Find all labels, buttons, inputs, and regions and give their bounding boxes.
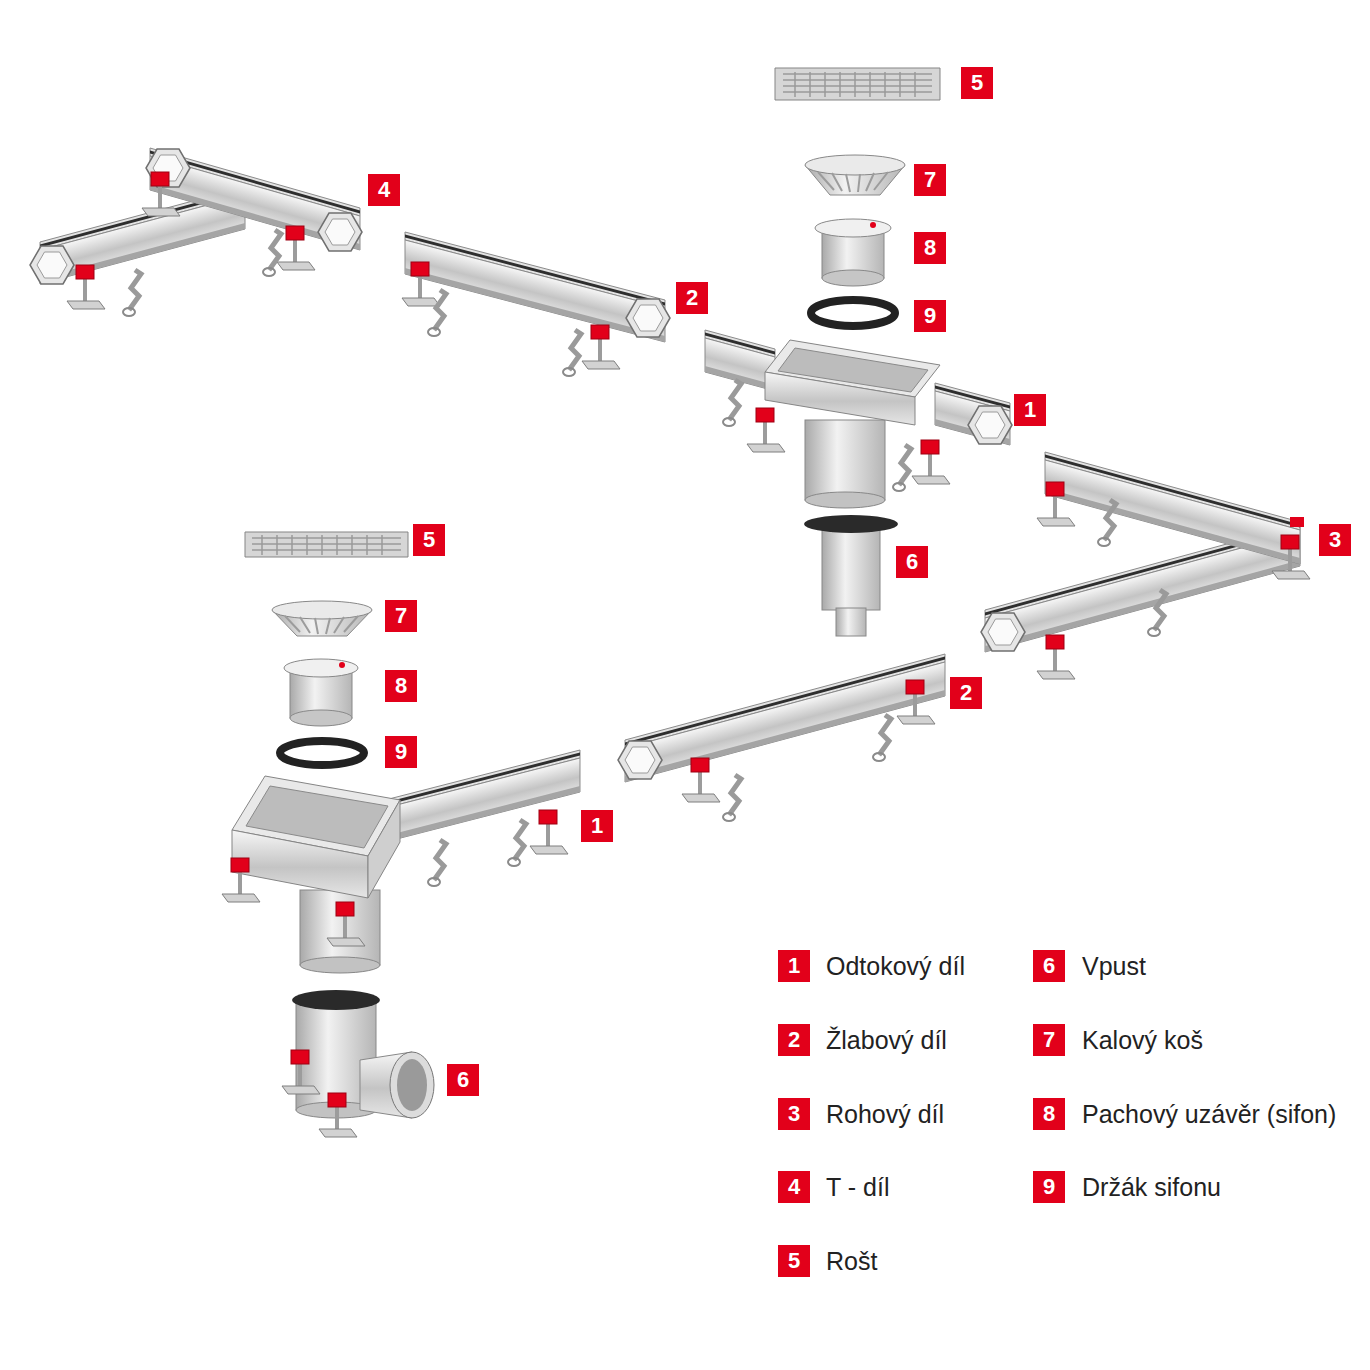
callout-number: 6 [1033, 950, 1065, 982]
callout-number: 7 [385, 600, 417, 632]
trap [815, 219, 891, 286]
part-name: Vpust [1082, 951, 1146, 981]
callout-number: 1 [778, 950, 810, 982]
callout-number: 9 [914, 300, 946, 332]
part-name: Pachový uzávěr (sifon) [1082, 1099, 1336, 1129]
basket [272, 601, 372, 636]
outlet [804, 515, 898, 636]
callout-number: 6 [896, 546, 928, 578]
part-name: Žlabový díl [826, 1025, 947, 1055]
callout-number: 8 [914, 232, 946, 264]
callout-number: 2 [676, 282, 708, 314]
callout-number: 9 [385, 736, 417, 768]
callout-number: 1 [1014, 394, 1046, 426]
callout-number: 5 [413, 524, 445, 556]
outlet [282, 990, 434, 1137]
callout-number: 6 [447, 1064, 479, 1096]
callout-number: 4 [368, 174, 400, 206]
trap [284, 659, 358, 726]
callout-number: 4 [778, 1171, 810, 1203]
grate [775, 68, 940, 100]
callout-number: 8 [1033, 1098, 1065, 1130]
callout-number: 9 [1033, 1171, 1065, 1203]
callout-number: 7 [914, 164, 946, 196]
callout-number: 8 [385, 670, 417, 702]
callout-number: 1 [581, 810, 613, 842]
part-name: Rošt [826, 1246, 877, 1276]
basket [805, 155, 905, 195]
callout-number: 5 [961, 67, 993, 99]
callout-number: 5 [778, 1245, 810, 1277]
callout-number: 2 [950, 677, 982, 709]
callout-number: 7 [1033, 1024, 1065, 1056]
grate [245, 532, 408, 557]
callout-number: 3 [778, 1098, 810, 1130]
part-name: T - díl [826, 1172, 889, 1202]
part-name: Držák sifonu [1082, 1172, 1221, 1202]
callout-number: 3 [1319, 524, 1351, 556]
part-name: Odtokový díl [826, 951, 965, 981]
part-name: Kalový koš [1082, 1025, 1203, 1055]
callout-number: 2 [778, 1024, 810, 1056]
part-name: Rohový díl [826, 1099, 944, 1129]
